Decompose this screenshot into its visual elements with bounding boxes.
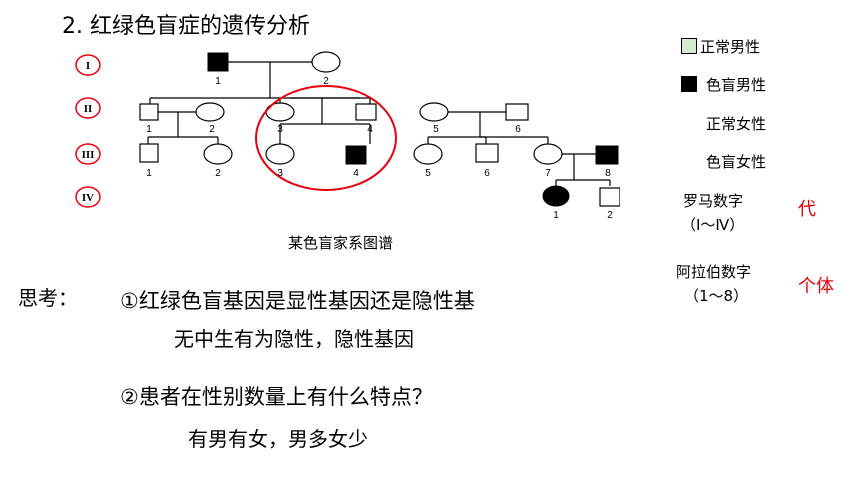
pedigree-chart: I II III IV 1 2 1 2 3 4 5 6 1 2 3 4 5 6 … [75,51,620,221]
gen4-male-2 [599,187,620,207]
question-1: ①红绿色盲基因是显性基因还是隐性基 [120,289,475,313]
arabic-numeral-range: （1～8） [684,287,749,305]
gen3-male-1 [139,143,159,163]
ind-num: 6 [484,168,490,179]
gen1-male-1-colorblind [207,52,229,72]
colorblind-male-swatch [681,76,697,92]
gen1-female-2 [311,51,341,73]
gen-marker-circle [75,97,101,119]
ind-num: 1 [146,168,152,179]
gen-marker-circle [75,186,101,208]
gen3-female-7 [533,143,563,165]
ind-num: 2 [215,168,221,179]
legend-normal-male: 正常男性 [700,38,761,56]
answer-1: 无中生有为隐性，隐性基因 [174,327,414,351]
gen3-male-8-colorblind [595,145,619,165]
roman-meaning: 代 [798,199,816,220]
gen-marker-circle [75,54,101,76]
ind-num: 2 [323,76,329,87]
gen3-male-4-colorblind [345,145,367,165]
ind-num: 5 [425,168,431,179]
roman-numeral-label: 罗马数字 [683,192,744,210]
normal-male-swatch [681,38,697,54]
highlight-circle [255,85,397,191]
legend-colorblind-male: 色盲男性 [706,76,767,94]
ind-num: 6 [515,124,521,135]
think-label: 思考： [18,286,78,310]
ind-num: 8 [605,168,611,179]
gen-label-IV: IV [82,192,94,204]
ind-num: 3 [277,124,283,135]
gen2-female-2 [195,102,225,122]
ind-num: 1 [553,210,559,221]
slide-title: 2. 红绿色盲症的遗传分析 [62,14,310,39]
arabic-meaning: 个体 [798,276,834,297]
legend-colorblind-female: 色盲女性 [706,153,767,171]
gen2-male-4 [355,103,377,121]
answer-2: 有男有女，男多女少 [188,427,368,451]
ind-num: 4 [367,124,373,135]
gen3-female-2 [203,143,233,165]
gen-marker-circle [75,143,101,165]
question-2: ②患者在性别数量上有什么特点？ [120,385,433,409]
gen4-female-1-colorblind [542,185,570,207]
gen3-male-6 [475,143,499,163]
ind-num: 5 [433,124,439,135]
ind-num: 7 [545,168,551,179]
roman-numeral-range: （Ⅰ～Ⅳ） [681,216,745,234]
gen-label-II: II [84,103,93,115]
ind-num: 2 [607,210,613,221]
ind-num: 1 [215,76,221,87]
gen2-male-6 [505,103,529,121]
gen3-female-5 [413,143,443,165]
ind-num: 4 [353,168,359,179]
gen2-male-1 [139,103,159,121]
gen-label-I: I [86,60,90,72]
pedigree-caption: 某色盲家系图谱 [288,234,394,252]
gen-label-III: III [82,149,95,161]
legend-normal-female: 正常女性 [706,115,767,133]
gen3-female-3 [265,143,295,165]
ind-num: 3 [277,168,283,179]
arabic-numeral-label: 阿拉伯数字 [676,263,752,281]
gen2-female-5 [419,102,449,122]
ind-num: 2 [209,124,215,135]
ind-num: 1 [146,124,152,135]
